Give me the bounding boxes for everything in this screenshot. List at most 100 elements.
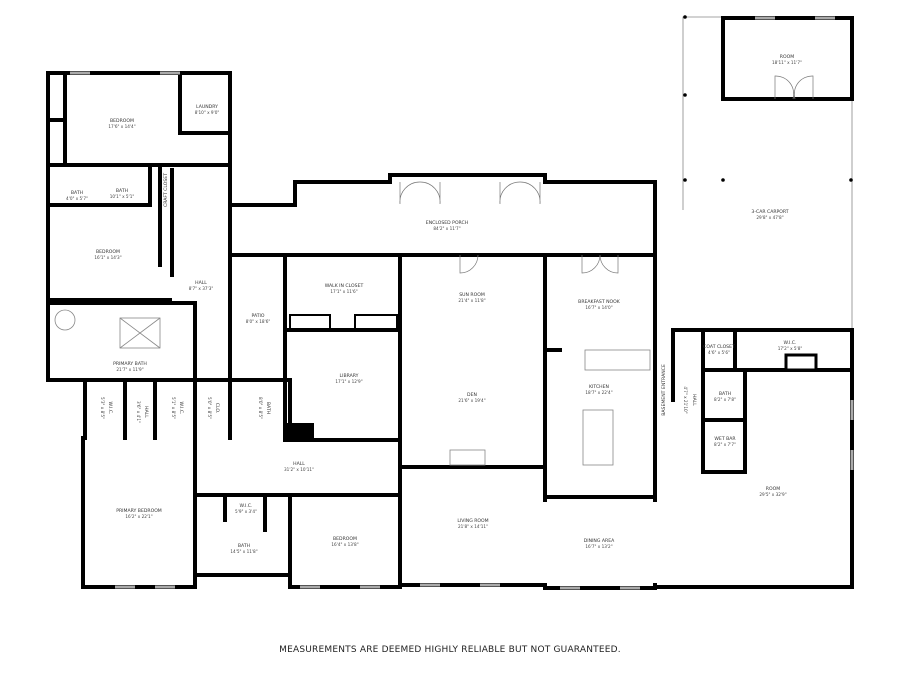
east-wing-walls bbox=[653, 328, 854, 589]
fireplace-block bbox=[286, 423, 314, 439]
svg-text:DEN: DEN bbox=[467, 392, 477, 398]
room-wic-1: W.I.C.5'3" x 8'5" bbox=[100, 397, 113, 419]
svg-text:17'6" x 14'4": 17'6" x 14'4" bbox=[108, 124, 135, 129]
svg-text:8'2" x 7'7": 8'2" x 7'7" bbox=[714, 442, 736, 447]
svg-text:16'4" x 13'8": 16'4" x 13'8" bbox=[331, 542, 358, 547]
svg-text:5'1" x 8'5": 5'1" x 8'5" bbox=[171, 397, 176, 419]
room-wic-2: W.I.C.5'1" x 8'5" bbox=[171, 397, 184, 419]
svg-text:10'1" x 5'1": 10'1" x 5'1" bbox=[110, 194, 135, 199]
svg-text:ENCLOSED PORCH: ENCLOSED PORCH bbox=[426, 220, 468, 226]
svg-text:21'8" x 14'11": 21'8" x 14'11" bbox=[458, 524, 488, 529]
svg-text:4'7" x 21'10": 4'7" x 21'10" bbox=[683, 386, 688, 413]
room-wic-s: W.I.C.5'9" x 3'4" bbox=[235, 503, 257, 514]
svg-text:18'11" x 11'7": 18'11" x 11'7" bbox=[772, 60, 802, 65]
svg-text:HALL: HALL bbox=[293, 461, 305, 467]
svg-text:16'7" x 13'2": 16'7" x 13'2" bbox=[585, 544, 612, 549]
svg-text:21'7" x 11'9": 21'7" x 11'9" bbox=[116, 367, 143, 372]
svg-text:BEDROOM: BEDROOM bbox=[96, 249, 120, 255]
central-walls bbox=[81, 173, 657, 590]
svg-text:BREAKFAST NOOK: BREAKFAST NOOK bbox=[578, 299, 621, 305]
carport-structure bbox=[682, 15, 854, 330]
svg-text:31'2" x 10'11": 31'2" x 10'11" bbox=[284, 467, 314, 472]
detached-room-walls bbox=[721, 16, 854, 101]
svg-text:BASEMENT ENTRANCE: BASEMENT ENTRANCE bbox=[661, 364, 667, 416]
svg-text:18'7" x 22'4": 18'7" x 22'4" bbox=[585, 390, 612, 395]
svg-text:WALK IN CLOSET: WALK IN CLOSET bbox=[325, 283, 364, 289]
svg-text:COAT CLOSET: COAT CLOSET bbox=[703, 344, 735, 350]
svg-text:PRIMARY BATH: PRIMARY BATH bbox=[113, 361, 147, 367]
svg-text:WET BAR: WET BAR bbox=[714, 436, 736, 442]
svg-text:BEDROOM: BEDROOM bbox=[333, 536, 357, 542]
svg-text:14'5" x 11'8": 14'5" x 11'8" bbox=[230, 549, 257, 554]
svg-text:HALL: HALL bbox=[143, 406, 149, 418]
svg-text:ROOM: ROOM bbox=[780, 54, 794, 60]
svg-text:29'5" x 32'9": 29'5" x 32'9" bbox=[759, 492, 786, 497]
svg-text:PATIO: PATIO bbox=[251, 313, 264, 319]
svg-text:3'6" x 4'1": 3'6" x 4'1" bbox=[136, 401, 141, 423]
svg-text:BATH: BATH bbox=[265, 402, 271, 414]
svg-text:16'1" x 14'3": 16'1" x 14'3" bbox=[94, 255, 121, 260]
svg-text:8'0" x 18'6": 8'0" x 18'6" bbox=[246, 319, 271, 324]
svg-text:29'8" x 47'8": 29'8" x 47'8" bbox=[756, 215, 783, 220]
svg-text:CLO.: CLO. bbox=[214, 403, 220, 414]
west-wing-walls bbox=[46, 71, 292, 440]
svg-text:8'0" x 8'5": 8'0" x 8'5" bbox=[258, 397, 263, 419]
disclaimer-footer: MEASUREMENTS ARE DEEMED HIGHLY RELIABLE … bbox=[279, 645, 621, 655]
svg-text:8'10" x 9'0": 8'10" x 9'0" bbox=[195, 110, 220, 115]
svg-text:ROOM: ROOM bbox=[766, 486, 780, 492]
svg-text:17'2" x 5'8": 17'2" x 5'8" bbox=[778, 346, 803, 351]
svg-text:BATH: BATH bbox=[116, 188, 128, 194]
svg-text:W.I.C.: W.I.C. bbox=[178, 402, 184, 415]
svg-text:W.I.C.: W.I.C. bbox=[240, 503, 253, 509]
svg-text:LAUNDRY: LAUNDRY bbox=[196, 104, 218, 110]
room-craft-closet: CRAFT CLOSET bbox=[163, 173, 169, 207]
svg-text:21'4" x 11'8": 21'4" x 11'8" bbox=[458, 298, 485, 303]
room-basement-entrance: BASEMENT ENTRANCE bbox=[661, 364, 667, 416]
svg-text:W.I.C.: W.I.C. bbox=[784, 340, 797, 346]
svg-text:16'2" x 22'1": 16'2" x 22'1" bbox=[125, 514, 152, 519]
room-wic-e: W.I.C.17'2" x 5'8" bbox=[778, 340, 803, 351]
svg-text:17'1" x 12'9": 17'1" x 12'9" bbox=[335, 379, 362, 384]
svg-text:8'2" x 7'8": 8'2" x 7'8" bbox=[714, 397, 736, 402]
svg-text:HALL: HALL bbox=[691, 394, 697, 406]
svg-text:17'1" x 11'6": 17'1" x 11'6" bbox=[330, 289, 357, 294]
svg-text:8'7" x 37'3": 8'7" x 37'3" bbox=[189, 286, 214, 291]
svg-text:LIVING ROOM: LIVING ROOM bbox=[457, 518, 488, 524]
svg-text:4'0" x 5'7": 4'0" x 5'7" bbox=[66, 196, 88, 201]
room-closet-w: CLO.5'0" x 8'5" bbox=[207, 397, 220, 419]
svg-text:BATH: BATH bbox=[719, 391, 731, 397]
svg-text:KITCHEN: KITCHEN bbox=[589, 384, 609, 390]
svg-text:BATH: BATH bbox=[238, 543, 250, 549]
svg-text:3-CAR CARPORT: 3-CAR CARPORT bbox=[751, 209, 788, 215]
svg-text:84'2" x 11'7": 84'2" x 11'7" bbox=[433, 226, 460, 231]
svg-text:4'6" x 5'6": 4'6" x 5'6" bbox=[708, 350, 730, 355]
svg-text:SUN ROOM: SUN ROOM bbox=[459, 292, 485, 298]
